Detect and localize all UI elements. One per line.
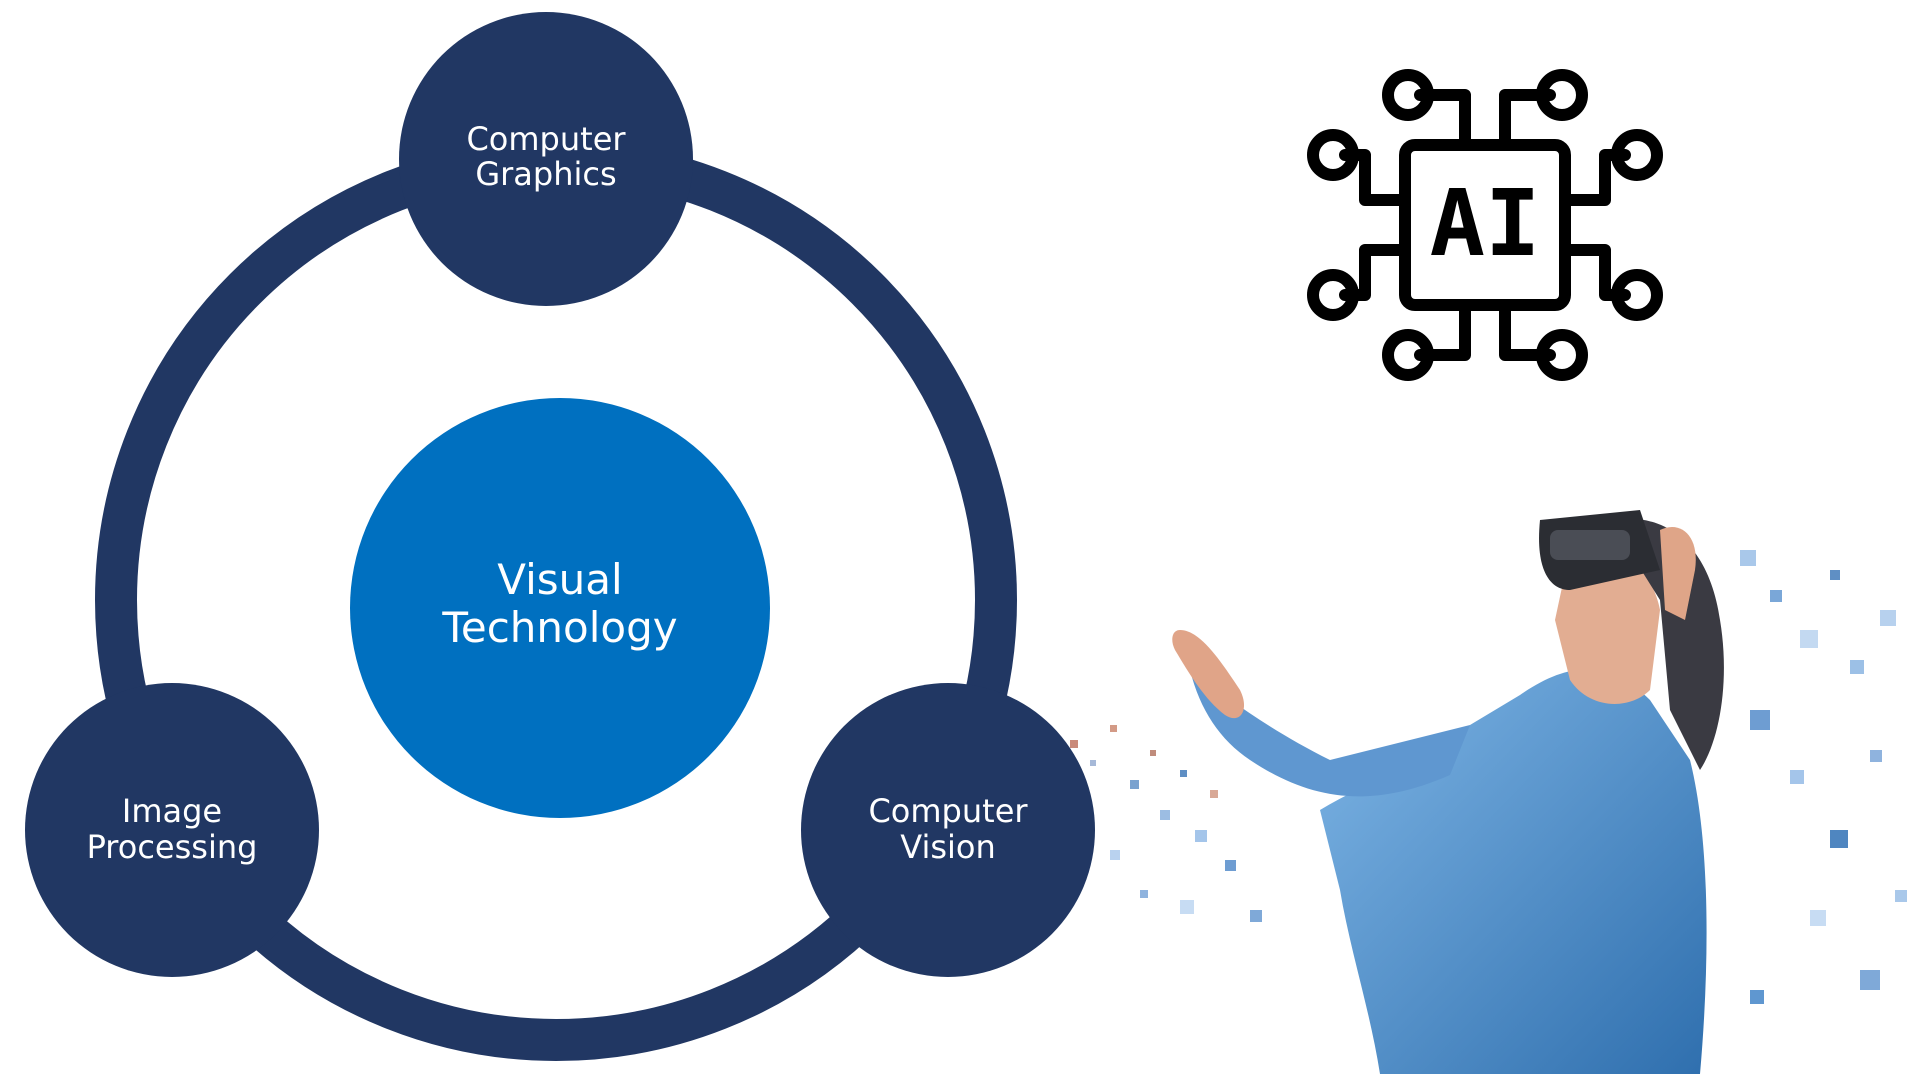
figure-body	[1320, 669, 1707, 1074]
center-label-line2: Technology	[441, 603, 677, 652]
node-computer-vision-line2: Vision	[900, 828, 996, 866]
vr-headset-visor	[1550, 530, 1630, 560]
figure-arm	[1190, 670, 1470, 797]
ai-chip-icon: AI	[1307, 69, 1663, 381]
node-computer-vision-line1: Computer	[868, 792, 1028, 830]
node-image-processing-line1: Image	[122, 792, 222, 830]
node-image-processing-line2: Processing	[87, 828, 258, 866]
particle-cloud	[1070, 725, 1262, 922]
node-computer-graphics-line2: Graphics	[475, 155, 616, 193]
node-image-processing	[25, 683, 319, 977]
figure-hand	[1172, 630, 1245, 719]
center-label-line1: Visual	[497, 555, 622, 604]
node-computer-graphics	[399, 12, 693, 306]
node-computer-graphics-line1: Computer	[466, 120, 626, 158]
ai-chip-label: AI	[1430, 170, 1541, 277]
figure-raised-hand	[1660, 526, 1696, 620]
vr-headset-person-illustration	[1070, 510, 1907, 1074]
node-computer-vision	[801, 683, 1095, 977]
pixel-dissolve	[1740, 550, 1907, 1004]
figure-hair	[1610, 518, 1724, 770]
center-circle	[350, 398, 770, 818]
